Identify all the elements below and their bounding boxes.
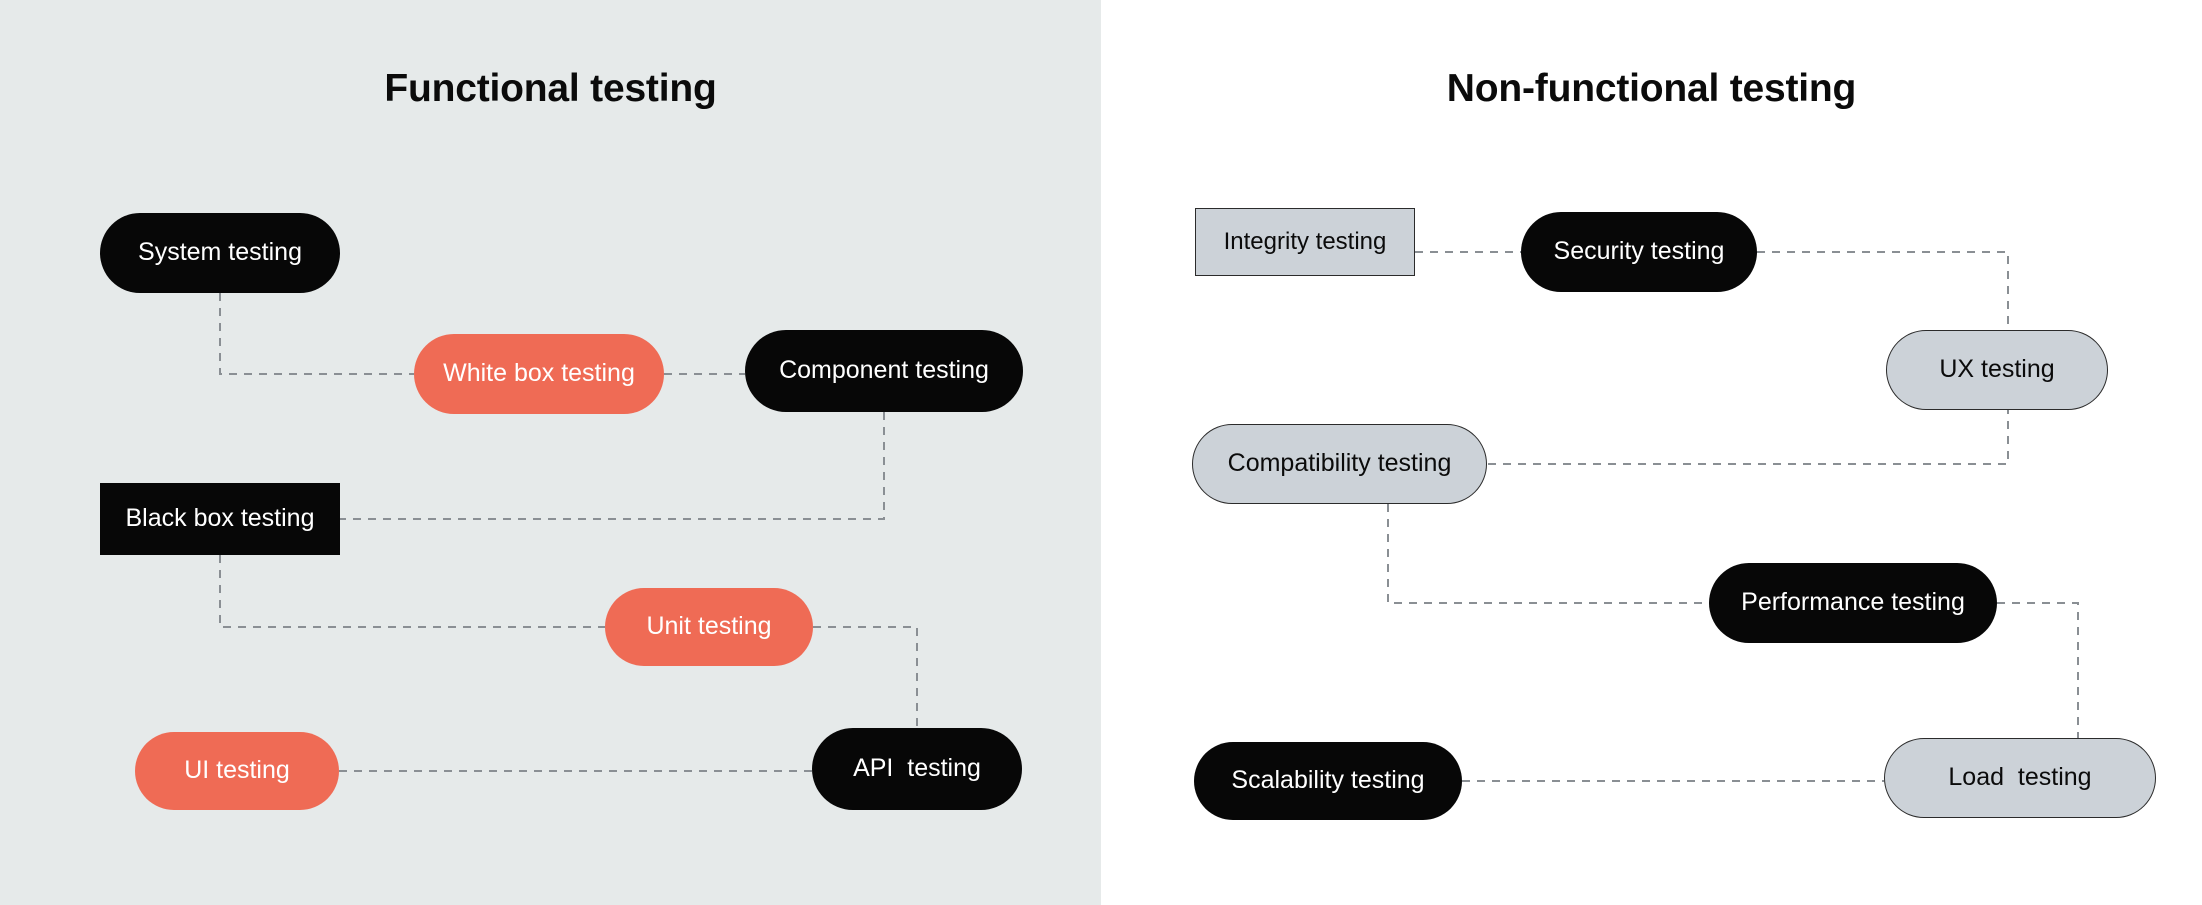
- node-security-testing[interactable]: Security testing: [1521, 212, 1757, 292]
- node-label: Scalability testing: [1231, 766, 1425, 795]
- edge-component-to-blackbox: [340, 412, 885, 520]
- node-performance-testing[interactable]: Performance testing: [1709, 563, 1997, 643]
- edge-system-to-whitebox: [219, 293, 414, 375]
- edge-unit-to-api: [813, 626, 918, 728]
- node-label: System testing: [138, 238, 302, 267]
- node-api-testing[interactable]: API testing: [812, 728, 1022, 810]
- node-scalability-testing[interactable]: Scalability testing: [1194, 742, 1462, 820]
- node-label: Load testing: [1948, 763, 2092, 792]
- node-ux-testing[interactable]: UX testing: [1886, 330, 2108, 410]
- node-black-box-testing[interactable]: Black box testing: [100, 483, 340, 555]
- node-label: Performance testing: [1741, 588, 1965, 617]
- node-label: API testing: [853, 754, 981, 783]
- edge-performance-to-load: [1997, 602, 2079, 738]
- node-system-testing[interactable]: System testing: [100, 213, 340, 293]
- node-component-testing[interactable]: Component testing: [745, 330, 1023, 412]
- panel-title-non-functional: Non-functional testing: [1446, 67, 1857, 110]
- node-label: Black box testing: [125, 504, 315, 533]
- node-ui-testing[interactable]: UI testing: [135, 732, 339, 810]
- edge-blackbox-to-unit: [219, 555, 605, 628]
- node-integrity-testing[interactable]: Integrity testing: [1195, 208, 1415, 276]
- node-label: UI testing: [184, 756, 290, 785]
- node-label: Component testing: [779, 356, 989, 385]
- node-label: Security testing: [1553, 237, 1725, 266]
- edge-compatibility-to-performance: [1387, 504, 1709, 604]
- node-unit-testing[interactable]: Unit testing: [605, 588, 813, 666]
- edge-security-to-compatibility: [1487, 251, 2009, 465]
- panel-title-functional: Functional testing: [384, 67, 717, 110]
- node-label: Compatibility testing: [1227, 449, 1452, 478]
- node-label: Integrity testing: [1223, 227, 1387, 255]
- node-label: White box testing: [443, 359, 635, 388]
- node-label: UX testing: [1939, 355, 2055, 384]
- node-label: Unit testing: [646, 612, 772, 641]
- node-load-testing[interactable]: Load testing: [1884, 738, 2156, 818]
- node-white-box-testing[interactable]: White box testing: [414, 334, 664, 414]
- node-compatibility-testing[interactable]: Compatibility testing: [1192, 424, 1487, 504]
